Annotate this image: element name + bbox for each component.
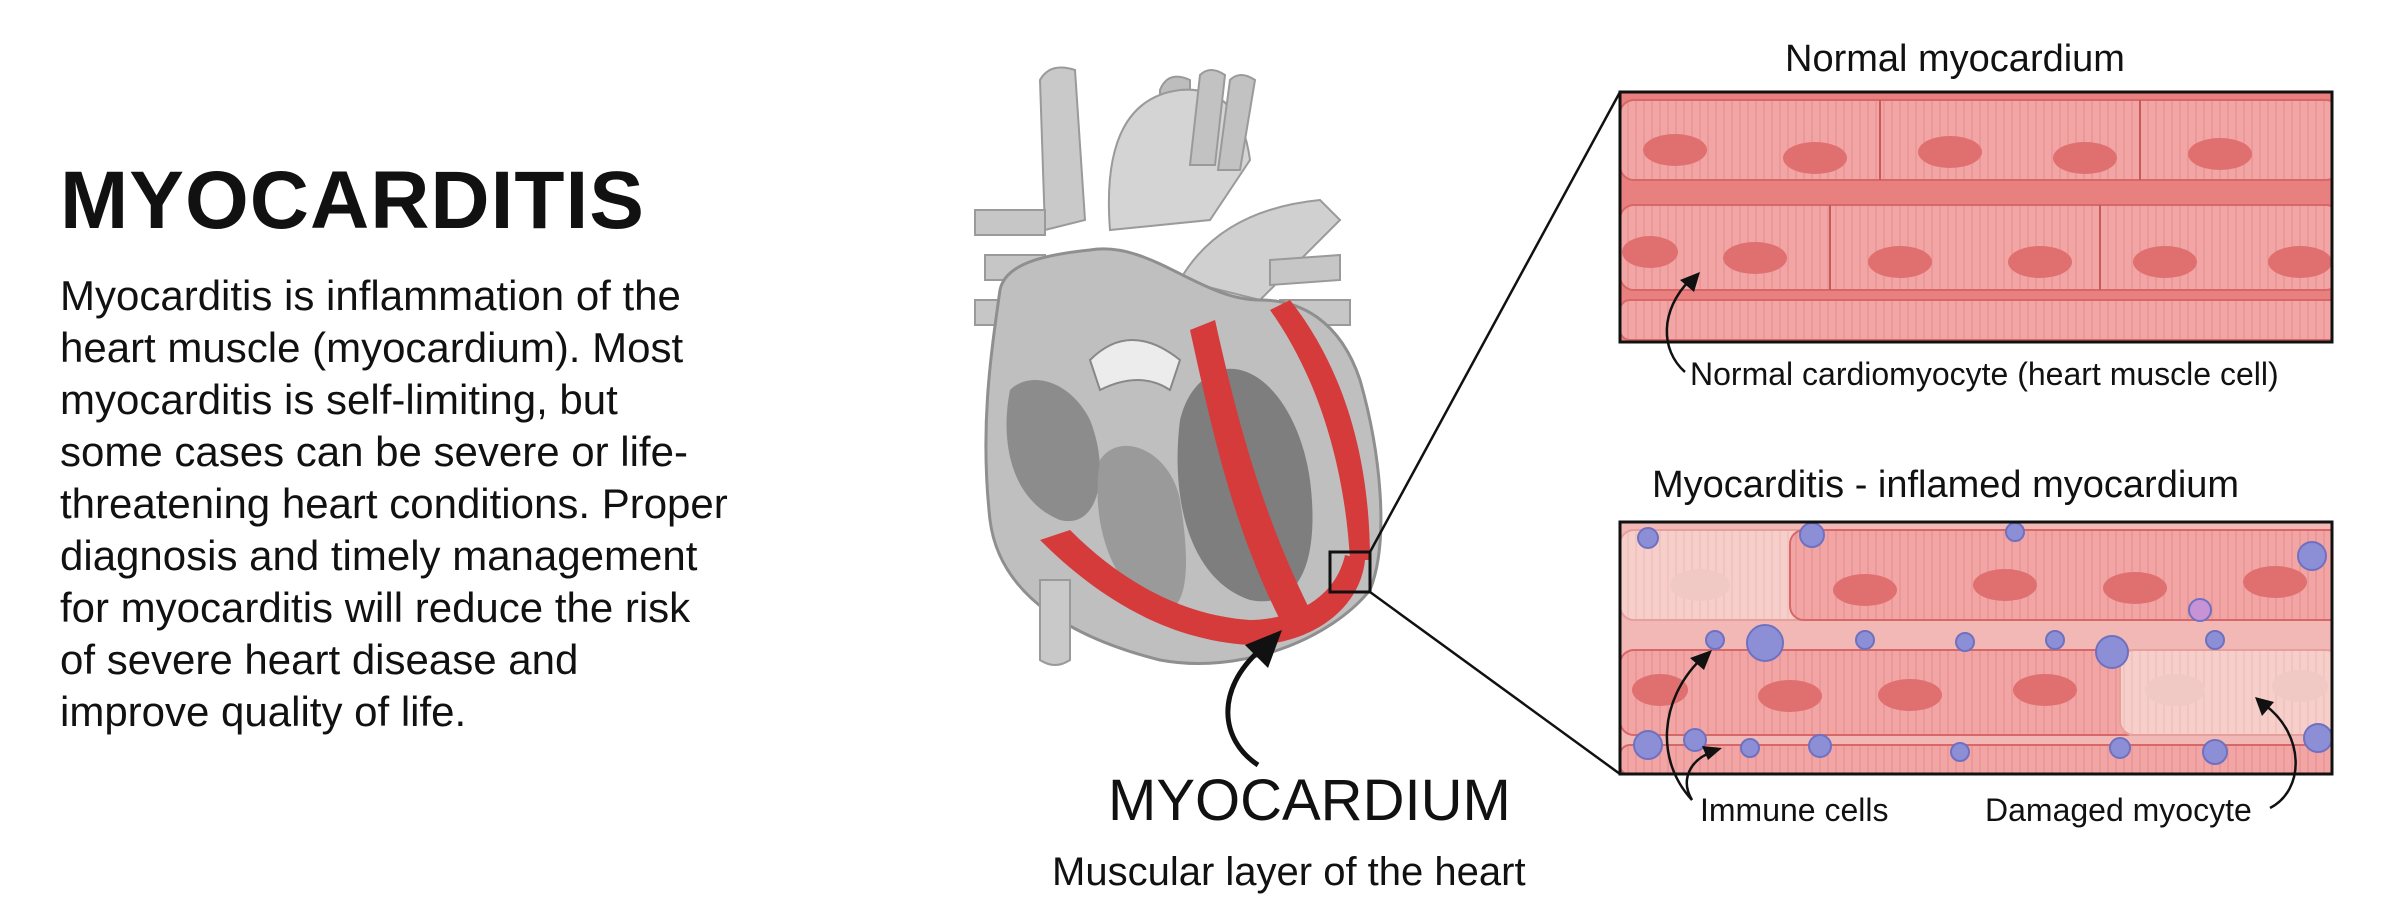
myocardium-arrowhead bbox=[1245, 630, 1282, 668]
branch-vessel bbox=[1188, 69, 1227, 166]
zoom-line-bottom bbox=[1369, 590, 1621, 776]
description-line: threatening heart conditions. Proper bbox=[60, 480, 728, 527]
immune-cells bbox=[1633, 522, 2332, 765]
normal-myocardium-panel bbox=[1620, 92, 2332, 342]
description-line: improve quality of life. bbox=[60, 688, 467, 735]
zoom-line-top bbox=[1368, 91, 1622, 553]
description-line: myocarditis is self-limiting, but bbox=[60, 376, 618, 423]
inflamed-panel-title: Myocarditis - inflamed myocardium bbox=[1652, 464, 2240, 506]
inflamed-panel-frame bbox=[1618, 520, 2334, 776]
description: Myocarditis is inflammation of the heart… bbox=[60, 270, 820, 738]
description-line: for myocarditis will reduce the risk bbox=[60, 584, 691, 631]
normal-cell-annotation: Normal cardiomyocyte (heart muscle cell) bbox=[1690, 356, 2279, 392]
immune-arrowhead-lower bbox=[1702, 746, 1722, 760]
descending-aorta bbox=[1039, 579, 1071, 666]
description-line: diagnosis and timely management bbox=[60, 532, 698, 579]
normal-cell-arrow bbox=[1665, 279, 1691, 373]
valve-area bbox=[1088, 339, 1182, 392]
myocardium-arrow bbox=[1225, 648, 1262, 768]
aorta-vessel bbox=[1038, 66, 1087, 232]
description-line: of severe heart disease and bbox=[60, 636, 579, 683]
immune-cells-annotation: Immune cells bbox=[1700, 792, 1889, 828]
pulmonary-arch bbox=[1178, 198, 1342, 302]
myocardium-septum bbox=[1190, 320, 1310, 620]
branch-vessel bbox=[1216, 74, 1257, 171]
normal-panel-frame bbox=[1618, 90, 2334, 344]
description-line: some cases can be severe or life- bbox=[60, 428, 688, 475]
normal-cell-arrowhead bbox=[1680, 272, 1700, 292]
damaged-arrow bbox=[2264, 704, 2297, 810]
zoom-box bbox=[1328, 550, 1372, 594]
myocardium-left-wall bbox=[1270, 300, 1370, 560]
description-line: Myocarditis is inflammation of the bbox=[60, 272, 681, 319]
heart-illustration bbox=[974, 66, 1383, 666]
immune-arrowhead-upper bbox=[1690, 650, 1712, 670]
damaged-arrowhead bbox=[2255, 697, 2274, 716]
damaged-myocyte-annotation: Damaged myocyte bbox=[1985, 792, 2252, 828]
myocardium-sublabel: Muscular layer of the heart bbox=[1052, 850, 1526, 894]
right-atrium bbox=[1006, 380, 1100, 522]
description-line: heart muscle (myocardium). Most bbox=[60, 324, 684, 371]
immune-arrow-upper bbox=[1665, 659, 1701, 801]
right-ventricle bbox=[1097, 445, 1186, 611]
inflamed-myocardium-panel bbox=[1620, 522, 2332, 774]
myocardium-label: MYOCARDIUM bbox=[1108, 768, 1511, 833]
normal-panel-title: Normal myocardium bbox=[1785, 38, 2125, 80]
page-title: MYOCARDITIS bbox=[60, 155, 645, 246]
